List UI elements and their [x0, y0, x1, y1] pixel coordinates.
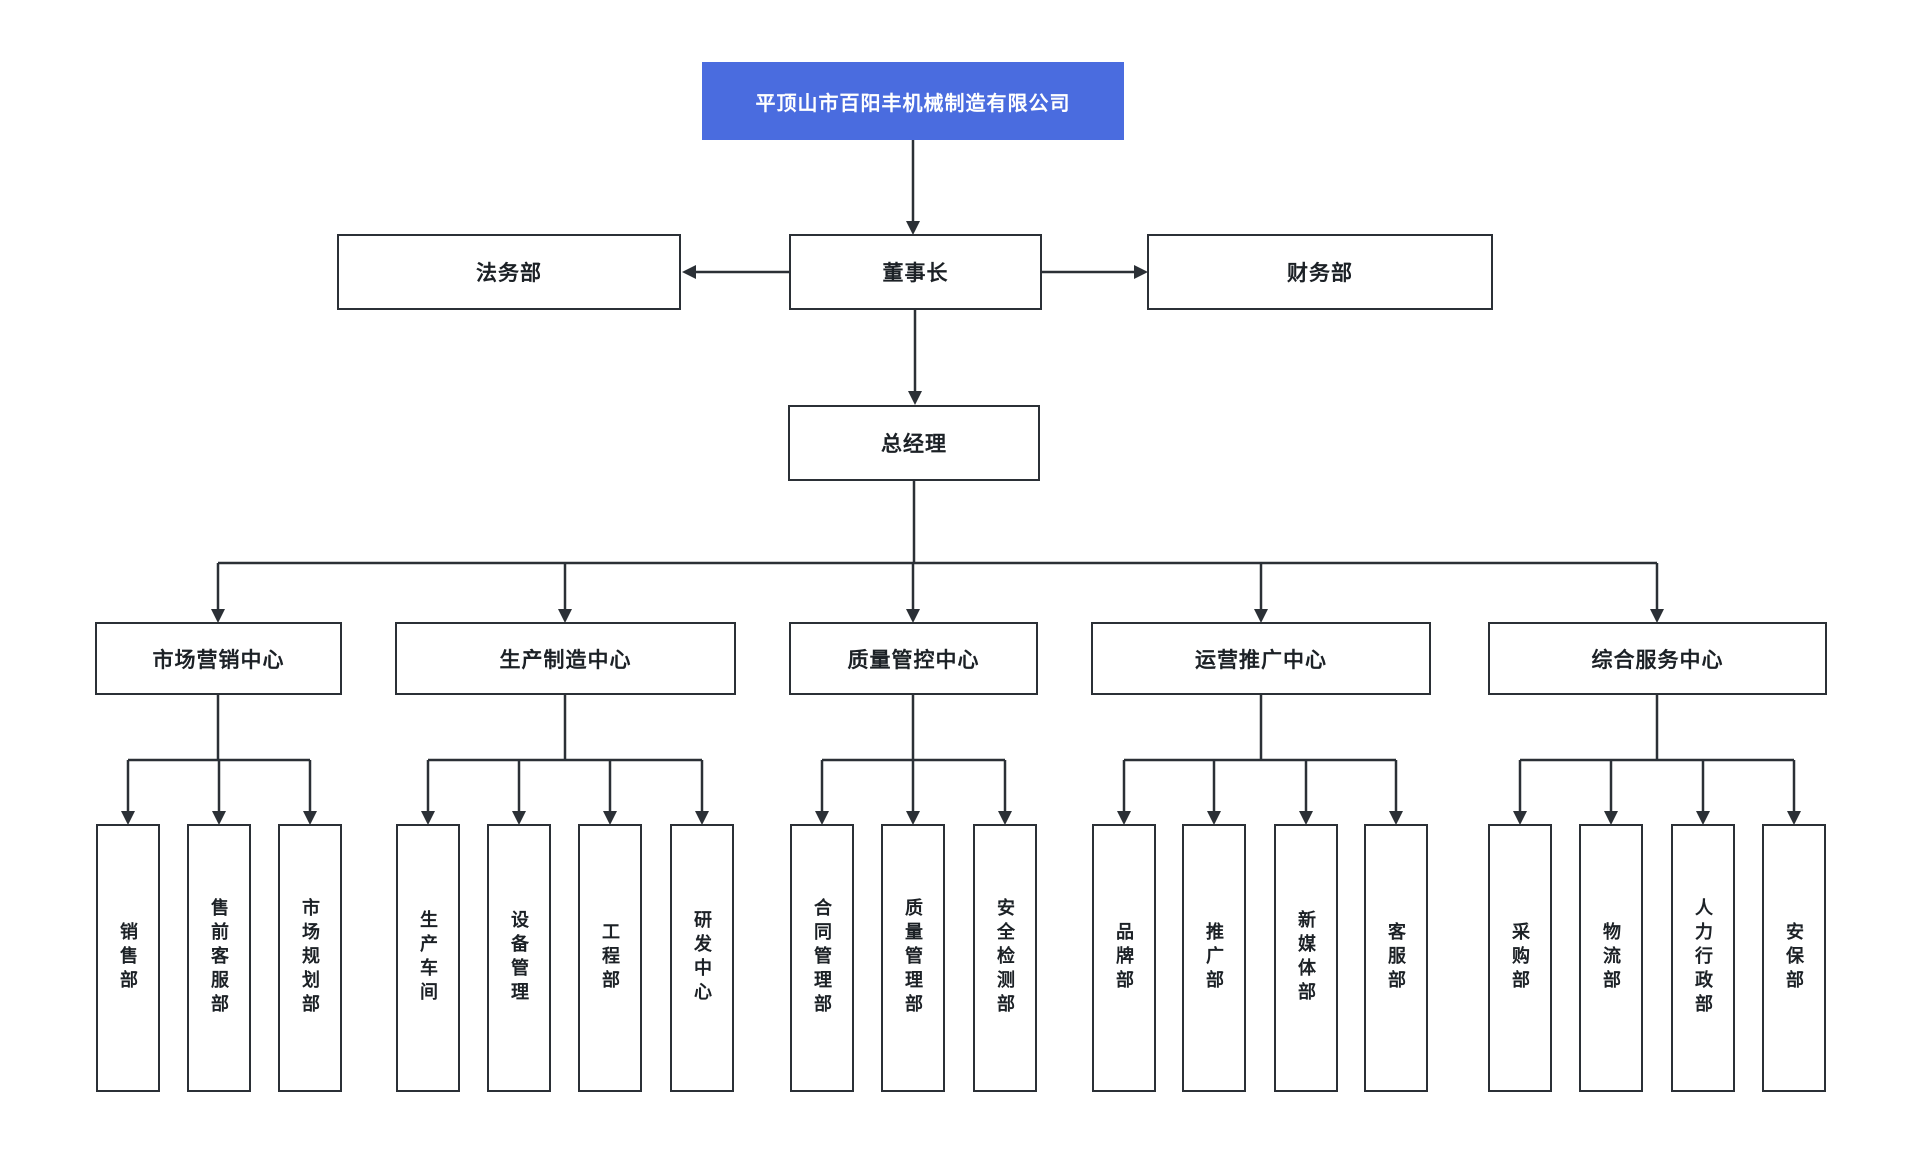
connector-quality-depts	[815, 695, 1012, 825]
node-label: 生产车间	[418, 910, 438, 1006]
node-label: 安保部	[1784, 922, 1804, 994]
node-label: 物流部	[1601, 922, 1621, 994]
node-label: 人力行政部	[1693, 898, 1713, 1018]
node-services-center: 综合服务中心	[1488, 622, 1827, 695]
node-rd-center: 研发中心	[670, 824, 734, 1092]
node-production-workshop: 生产车间	[396, 824, 460, 1092]
node-company-root: 平顶山市百阳丰机械制造有限公司	[702, 62, 1124, 140]
node-label: 研发中心	[692, 910, 712, 1006]
node-marketing-center: 市场营销中心	[95, 622, 342, 695]
node-equipment-management: 设备管理	[487, 824, 551, 1092]
node-logistics-dept: 物流部	[1579, 824, 1643, 1092]
node-label: 销售部	[118, 922, 138, 994]
connector-services-depts	[1513, 695, 1801, 825]
node-label: 采购部	[1510, 922, 1530, 994]
node-engineering-dept: 工程部	[578, 824, 642, 1092]
connector-chairman-to-gm	[908, 310, 922, 405]
node-quality-management-dept: 质量管理部	[881, 824, 945, 1092]
connector-chairman-to-finance	[1042, 265, 1148, 279]
connector-marketing-depts	[121, 695, 317, 825]
node-label: 品牌部	[1114, 922, 1134, 994]
connector-chairman-to-legal	[682, 265, 789, 279]
node-hr-admin-dept: 人力行政部	[1671, 824, 1735, 1092]
node-chairman: 董事长	[789, 234, 1042, 310]
connector-production-depts	[421, 695, 709, 825]
node-promotion-dept: 推广部	[1182, 824, 1246, 1092]
node-procurement-dept: 采购部	[1488, 824, 1552, 1092]
node-label: 设备管理	[509, 910, 529, 1006]
connector-operations-depts	[1117, 695, 1403, 825]
node-label: 客服部	[1386, 922, 1406, 994]
node-label: 售前客服部	[209, 898, 229, 1018]
node-label: 合同管理部	[812, 898, 832, 1018]
node-security-dept: 安保部	[1762, 824, 1826, 1092]
node-label: 工程部	[600, 922, 620, 994]
connector-root-to-chairman	[906, 140, 920, 235]
node-operations-center: 运营推广中心	[1091, 622, 1431, 695]
node-safety-inspection-dept: 安全检测部	[973, 824, 1037, 1092]
node-label: 新媒体部	[1296, 910, 1316, 1006]
node-production-center: 生产制造中心	[395, 622, 736, 695]
node-label: 推广部	[1204, 922, 1224, 994]
node-general-manager: 总经理	[788, 405, 1040, 481]
node-presales-service-dept: 售前客服部	[187, 824, 251, 1092]
node-label: 市场规划部	[300, 898, 320, 1018]
node-customer-service-dept: 客服部	[1364, 824, 1428, 1092]
node-legal-dept: 法务部	[337, 234, 681, 310]
node-sales-dept: 销售部	[96, 824, 160, 1092]
node-brand-dept: 品牌部	[1092, 824, 1156, 1092]
node-quality-center: 质量管控中心	[789, 622, 1038, 695]
node-label: 安全检测部	[995, 898, 1015, 1018]
node-label: 质量管理部	[903, 898, 923, 1018]
connector-gm-to-centers	[211, 481, 1664, 623]
node-new-media-dept: 新媒体部	[1274, 824, 1338, 1092]
node-market-planning-dept: 市场规划部	[278, 824, 342, 1092]
node-finance-dept: 财务部	[1147, 234, 1493, 310]
node-contract-management-dept: 合同管理部	[790, 824, 854, 1092]
